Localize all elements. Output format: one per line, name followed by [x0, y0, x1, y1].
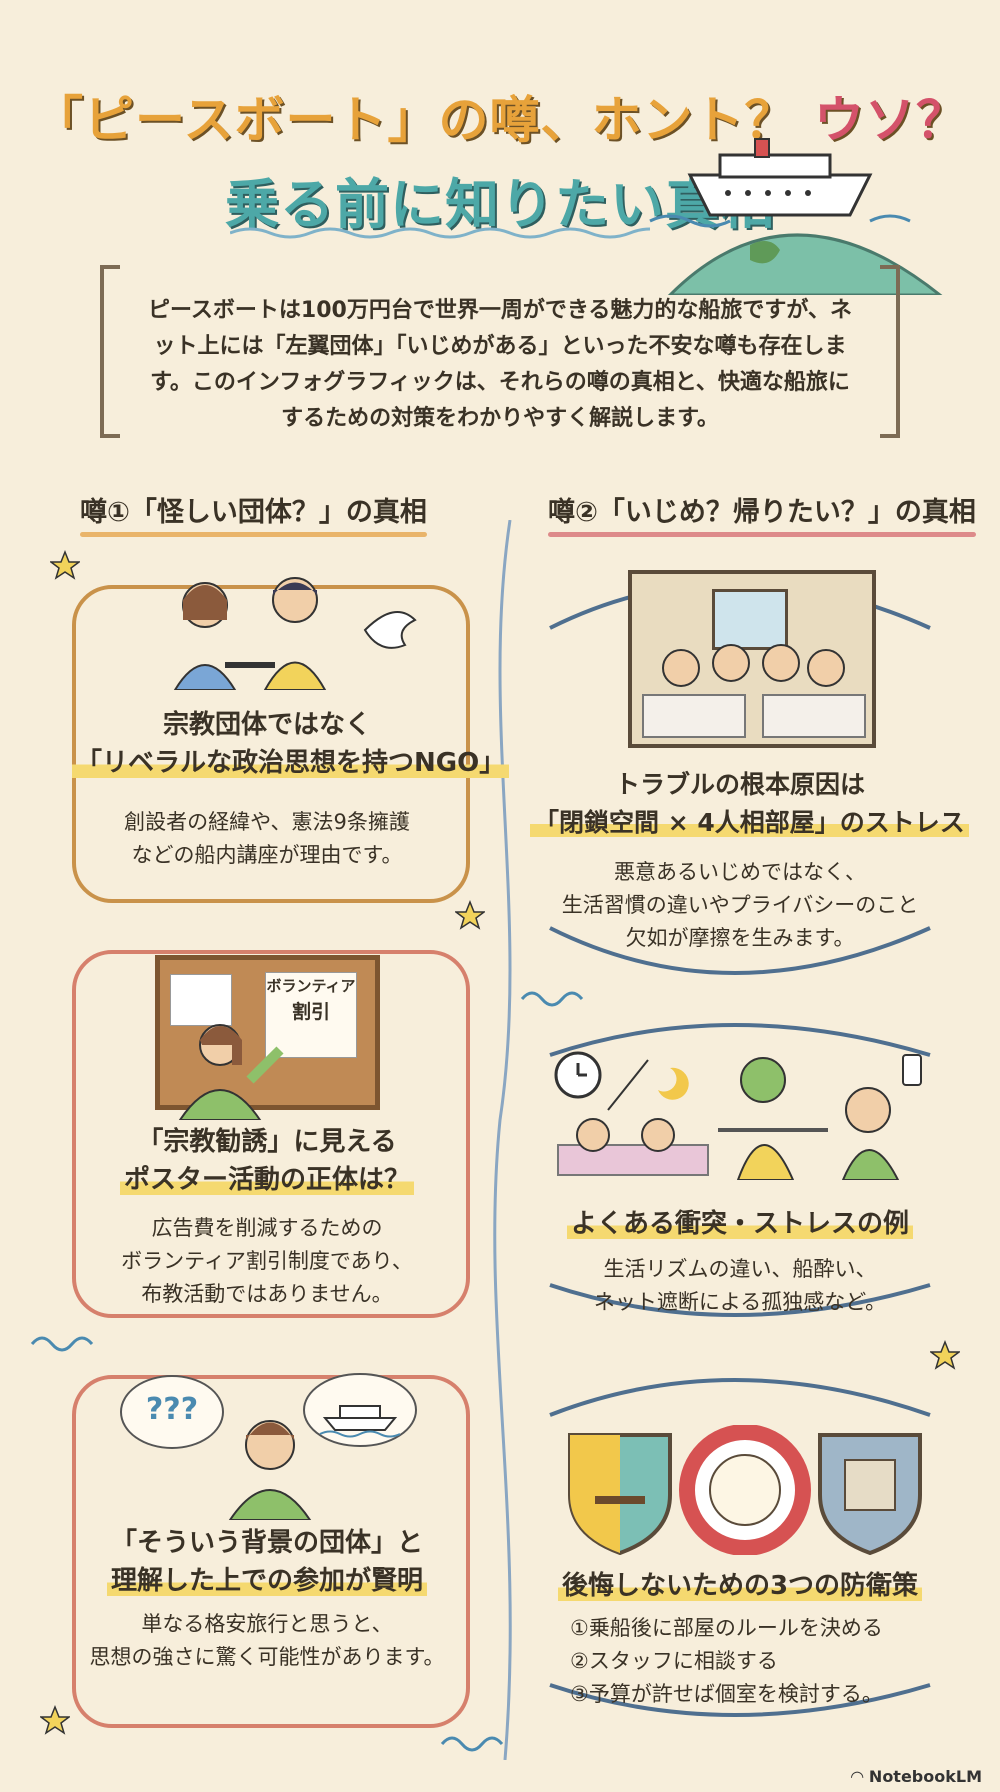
defense-item-2: ②スタッフに相談する: [570, 1649, 778, 1673]
right-card-3-list: ①乗船後に部屋のルールを決める ②スタッフに相談する ③予算が許せば個室を検討す…: [570, 1612, 910, 1711]
right-card-2-frame: [549, 1023, 931, 1317]
left-bracket: [100, 265, 120, 438]
right-bracket: [880, 265, 900, 438]
cabin-window: [712, 589, 788, 650]
left-card-1-title-line2: 「リベラルな政治思想を持つNGO」: [72, 748, 510, 778]
wave-icon: [440, 1736, 504, 1752]
left-card-1-title: 宗教団体ではなく 「リベラルな政治思想を持つNGO」: [72, 706, 510, 782]
right-card-1-body: 悪意あるいじめではなく、 生活習慣の違いやプライバシーのこと 欠如が摩擦を生みま…: [530, 856, 950, 955]
person-2: [712, 644, 750, 682]
page-title-line2: 乗る前に知りたい真相: [225, 173, 775, 236]
right-card-1-body-line1: 悪意あるいじめではなく、: [614, 860, 866, 884]
thought-bubble-question: ???: [120, 1375, 224, 1449]
right-card-1-title: トラブルの根本原因は 「閉鎖空間 × 4人相部屋」のストレス: [530, 766, 969, 842]
right-card-3-title: 後悔しないための3つの防衛策: [530, 1567, 950, 1605]
right-card-1-title-line1: トラブルの根本原因は: [614, 770, 865, 799]
page-title-line1: 「ピースボート」の噂、ホント？ ウソ？: [0, 80, 1000, 152]
left-card-2-title-line2: ポスター活動の正体は？: [119, 1165, 414, 1195]
wave-icon: [520, 991, 584, 1007]
volunteer-poster: ボランティア 割引: [265, 972, 357, 1058]
left-card-2-title: 「宗教勧誘」に見える ポスター活動の正体は？: [72, 1123, 462, 1199]
right-heading-text: 噂②「いじめ？帰りたい？」の真相: [548, 497, 976, 528]
left-card-3-title: 「そういう背景の団体」と 理解した上での参加が賢明: [72, 1524, 462, 1600]
bed-left: [642, 694, 746, 738]
right-card-3-frame: [549, 1378, 931, 1717]
left-card-3-body-line2: 思想の強さに驚く可能性があります。: [89, 1645, 445, 1669]
left-card-2-body-line3: 布教活動ではありません。: [141, 1282, 393, 1306]
left-card-2-body: 広告費を削減するための ボランティア割引制度であり、 布教活動ではありません。: [72, 1212, 462, 1311]
star-icon: [930, 1340, 960, 1370]
intro-box: ピースボートは100万円台で世界一周ができる魅力的な船旅ですが、ネット上には「左…: [100, 265, 900, 440]
cabin-illustration: [628, 570, 876, 748]
left-card-3-title-line2: 理解した上での参加が賢明: [106, 1566, 427, 1596]
left-card-3-body-line1: 単なる格安旅行と思うと、: [141, 1612, 393, 1636]
left-card-2-frame: [72, 950, 470, 1318]
left-card-2-title-line1: 「宗教勧誘」に見える: [137, 1127, 397, 1157]
handshake-illustration: [173, 577, 417, 690]
star-icon: [455, 900, 485, 930]
thinking-person-illustration: [228, 1420, 312, 1520]
person-4: [807, 649, 845, 687]
left-section-heading: 噂①「怪しい団体？」の真相: [80, 490, 427, 537]
defense-item-3: ③予算が許せば個室を検討する。: [570, 1682, 883, 1706]
poster-line1: ボランティア: [266, 977, 356, 995]
left-heading-underline: [80, 532, 427, 537]
right-card-2-body-line1: 生活リズムの違い、船酔い、: [603, 1257, 877, 1281]
right-card-1-title-line2: 「閉鎖空間 × 4人相部屋」のストレス: [530, 808, 969, 837]
star-icon: [50, 550, 80, 580]
right-card-2-body-line2: ネット遮断による孤独感など。: [593, 1290, 887, 1314]
notebooklm-icon: ◠: [851, 1767, 864, 1786]
title-wave-underline: [230, 227, 650, 239]
right-card-2-title: よくある衝突・ストレスの例: [530, 1205, 950, 1243]
defense-icons-illustration: [568, 1425, 922, 1555]
right-card-3-title-text: 後悔しないための3つの防衛策: [557, 1571, 923, 1601]
right-card-2-title-text: よくある衝突・ストレスの例: [566, 1209, 913, 1239]
right-heading-underline: [548, 532, 976, 537]
left-card-1-frame: [72, 585, 470, 903]
star-icon: [40, 1705, 70, 1735]
left-card-3-title-line1: 「そういう背景の団体」と: [110, 1528, 423, 1558]
left-card-2-body-line2: ボランティア割引制度であり、: [121, 1249, 413, 1273]
right-card-1-body-line2: 生活習慣の違いやプライバシーのこと: [561, 893, 919, 917]
thought-bubble-ship-icon: [303, 1373, 417, 1447]
person-3: [762, 644, 800, 682]
title-part-b: ウソ？: [813, 91, 967, 149]
right-section-heading: 噂②「いじめ？帰りたい？」の真相: [548, 490, 976, 537]
small-paper: [170, 974, 232, 1026]
title-part-a: 「ピースボート」の噂、ホント？: [33, 91, 796, 149]
left-card-1-title-line1: 宗教団体ではなく: [162, 710, 371, 740]
left-card-1-body-line2: などの船内講座が理由です。: [131, 843, 403, 867]
left-heading-text: 噂①「怪しい団体？」の真相: [80, 497, 427, 528]
wave-icon: [30, 1336, 94, 1352]
person-1: [662, 649, 700, 687]
left-card-1-body-line1: 創設者の経緯や、憲法9条擁護: [124, 810, 410, 834]
intro-text: ピースボートは100万円台で世界一周ができる魅力的な船旅ですが、ネット上には「左…: [148, 298, 852, 431]
bulletin-board: ボランティア 割引: [155, 955, 380, 1110]
notebooklm-logo: ◠ NotebookLM: [851, 1767, 982, 1786]
right-card-2-body: 生活リズムの違い、船酔い、 ネット遮断による孤独感など。: [530, 1253, 950, 1319]
left-card-2-body-line1: 広告費を削減するための: [151, 1216, 383, 1240]
stress-examples-illustration: [554, 1051, 922, 1180]
person-pointing-illustration: [178, 1024, 284, 1120]
left-card-3-body: 単なる格安旅行と思うと、 思想の強さに驚く可能性があります。: [72, 1608, 462, 1674]
ship-globe-illustration: [649, 138, 943, 295]
brand-text: NotebookLM: [868, 1767, 982, 1786]
defense-item-1: ①乗船後に部屋のルールを決める: [570, 1616, 883, 1640]
center-divider: [493, 520, 512, 1760]
left-card-3-frame: [72, 1375, 470, 1728]
bed-right: [762, 694, 866, 738]
poster-line2: 割引: [291, 1001, 330, 1023]
left-card-1-body: 創設者の経緯や、憲法9条擁護 などの船内講座が理由です。: [72, 806, 462, 872]
right-card-1-body-line3: 欠如が摩擦を生みます。: [625, 926, 855, 950]
